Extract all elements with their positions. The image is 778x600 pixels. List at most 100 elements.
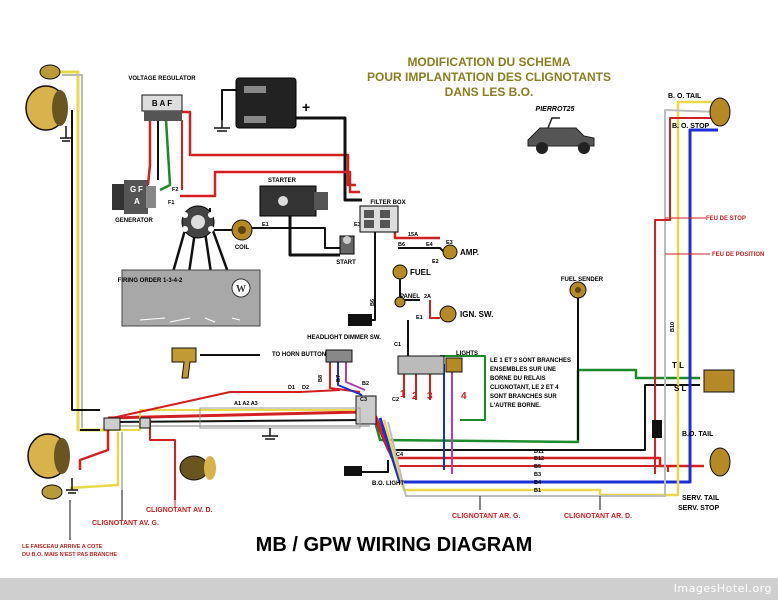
- label-serv-stop: SERV. STOP: [678, 505, 719, 512]
- label-filter-box: FILTER BOX: [370, 200, 405, 206]
- wire-front-lamp-red: [78, 428, 110, 470]
- num-4: 4: [461, 391, 467, 402]
- tag-c3: C3: [360, 397, 367, 403]
- wire-headlight-left-black: [71, 110, 100, 411]
- footer-watermark: ImagesHotel.org: [673, 582, 772, 595]
- annot-clignotant-av-g: CLIGNOTANT AV. G.: [92, 520, 159, 527]
- rear-light-bo-bottom: [709, 447, 731, 477]
- gen-letter-a: A: [134, 197, 140, 206]
- tag-b2: B2: [362, 381, 369, 387]
- generator: [112, 180, 156, 214]
- filter-box: [359, 205, 399, 233]
- tag-b12: B12: [534, 456, 544, 462]
- label-start: START: [336, 260, 356, 266]
- panel-lamp: [394, 296, 406, 308]
- tag-b7: B7: [336, 375, 342, 382]
- amp-gauge: [442, 244, 458, 260]
- wire-bo-light: [362, 460, 389, 473]
- ignition-switch: [439, 305, 457, 323]
- wire-starter-cable: [288, 210, 340, 257]
- tag-e1: E1: [262, 222, 269, 228]
- tag-f1: F1: [168, 200, 174, 206]
- label-starter: STARTER: [268, 178, 297, 184]
- tag-f2: F2: [172, 187, 178, 193]
- distributor: [181, 205, 215, 239]
- header-line2: POUR IMPLANTATION DES CLIGNOTANTS: [367, 70, 611, 84]
- tag-2a: 2A: [424, 294, 431, 300]
- label-ign-sw: IGN. SW.: [460, 310, 493, 319]
- voltage-regulator: [141, 94, 183, 121]
- tag-15a: 15A: [408, 232, 418, 238]
- headlight-left-bottom: [27, 433, 78, 500]
- tag-e1b: E1: [416, 315, 423, 321]
- tag-b6: B6: [398, 242, 405, 248]
- wire-rear-red-top: [654, 117, 718, 474]
- start-switch: [339, 235, 355, 255]
- tag-b4: B4: [534, 480, 542, 486]
- relay-note-line4: CLIGNOTANT, LE 2 ET 4: [490, 385, 559, 391]
- label-bo-tail-top: B. O. TAIL: [668, 93, 702, 100]
- rear-light-serv: [703, 369, 735, 393]
- label-coil: COIL: [235, 245, 250, 251]
- headlight-left-top: [25, 64, 72, 142]
- logo-text: PIERROT25: [536, 106, 575, 113]
- harness-tube: [199, 407, 361, 440]
- header: MODIFICATION DU SCHEMA POUR IMPLANTATION…: [367, 55, 611, 99]
- label-firing-order: FIRING ORDER 1-3-4-2: [118, 278, 183, 284]
- firing-order-box: W: [121, 269, 261, 327]
- wire-ign-sw: [429, 300, 440, 319]
- relay-note-line6: L'AUTRE BORNE.: [490, 403, 541, 409]
- annot-clignotant-ar-g: CLIGNOTANT AR. G.: [452, 513, 520, 520]
- num-1: 1: [400, 389, 406, 400]
- tag-b10: B10: [670, 322, 676, 332]
- label-bo-stop: B. O. STOP: [672, 123, 710, 130]
- wire-headlight-left-grey: [62, 74, 83, 428]
- plus-sign: +: [302, 99, 310, 115]
- battery: [214, 77, 297, 132]
- tag-d1: D1: [288, 385, 295, 391]
- starter: [259, 185, 328, 217]
- wire-rear-yellow: [382, 100, 718, 497]
- label-reg-terminals: B A F: [152, 99, 172, 108]
- wire-rear-red2: [375, 415, 669, 472]
- wire-rear-red1: [370, 411, 704, 468]
- label-fuel-sender: FUEL SENDER: [561, 277, 604, 283]
- relay-note-line5: SONT BRANCHES SUR: [490, 394, 557, 400]
- tag-b11: B11: [534, 449, 544, 455]
- wire-dimmer-purple: [345, 360, 366, 391]
- front-service-light: [179, 455, 216, 481]
- rear-light-bo-top: [709, 97, 731, 127]
- logo: [520, 115, 600, 155]
- fuel-sender: [569, 281, 587, 299]
- dimmer-switch: [325, 349, 353, 363]
- gen-letter-g: G: [130, 185, 136, 194]
- dash-connector: [348, 314, 372, 326]
- relay-note: LE 1 ET 3 SONT BRANCHES ENSEMBLES SUR UN…: [490, 358, 571, 409]
- num-3: 3: [427, 391, 433, 402]
- bo-light: [344, 466, 362, 476]
- tag-c1: C1: [394, 342, 401, 348]
- tag-c4: C4: [396, 452, 404, 458]
- annot-feu-stop: FEU DE STOP: [706, 216, 746, 222]
- tag-a123: A1 A2 A3: [234, 401, 258, 407]
- tag-b1: B1: [534, 488, 541, 494]
- tag-b5: B5: [534, 464, 541, 470]
- tag-sl: S L: [674, 384, 687, 393]
- tag-e2: E2: [432, 259, 439, 265]
- label-serv-tail: SERV. TAIL: [682, 495, 720, 502]
- header-line1: MODIFICATION DU SCHEMA: [407, 55, 570, 69]
- horn: [171, 347, 197, 379]
- gen-letter-f: F: [138, 185, 143, 194]
- annot-faisceau-line1: LE FAISCEAU ARRIVE A COTE: [22, 544, 103, 550]
- label-lights: LIGHTS: [456, 351, 478, 357]
- tag-d2: D2: [302, 385, 309, 391]
- wire-red-generator-loop: [180, 170, 360, 198]
- label-bo-light: B.O. LIGHT: [372, 481, 404, 487]
- label-panel: PANEL: [400, 294, 420, 300]
- footer-bar: ImagesHotel.org: [0, 578, 778, 600]
- lights-switch: [397, 355, 463, 375]
- relay-note-line2: ENSEMBLES SUR UNE: [490, 367, 556, 373]
- wire-reg-gen-green: [159, 119, 172, 192]
- front-connector: [103, 417, 151, 431]
